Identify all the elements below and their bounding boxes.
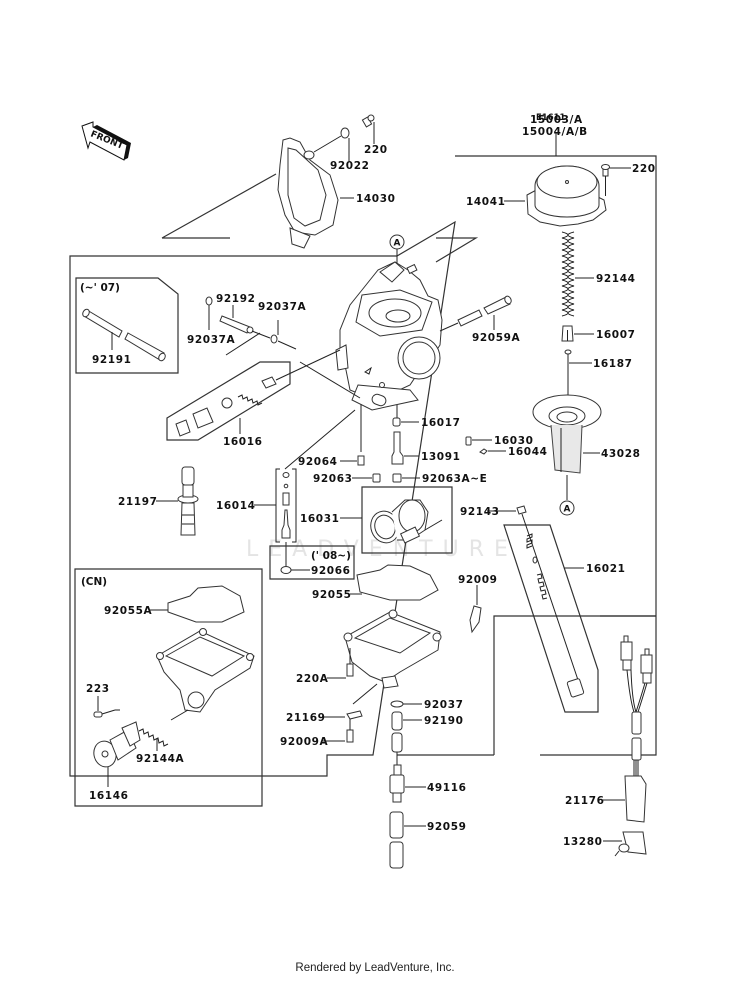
float-bowl-cn xyxy=(156,628,255,713)
part-label-92022[interactable]: 92022 xyxy=(330,160,370,172)
part-label-16017[interactable]: 16017 xyxy=(421,417,461,429)
part-label-92037A-left[interactable]: 92037A xyxy=(187,334,236,346)
part-label-223[interactable]: 223 xyxy=(86,683,110,695)
box-up-to-07 xyxy=(75,277,179,374)
spring-92144A xyxy=(138,728,169,747)
part-label-220A[interactable]: 220A xyxy=(296,673,329,685)
needle-jet-13091 xyxy=(391,405,420,483)
screw-icon xyxy=(361,114,375,128)
part-label-16014[interactable]: 16014 xyxy=(216,500,256,512)
box-16031 xyxy=(361,486,453,554)
part-label-92064[interactable]: 92064 xyxy=(298,456,338,468)
part-label-13280[interactable]: 13280 xyxy=(563,836,603,848)
fitting-21197 xyxy=(156,466,199,536)
throttle-stop-16021 xyxy=(521,513,585,698)
diagram-code: E1611 xyxy=(536,113,566,123)
part-label-92009[interactable]: 92009 xyxy=(458,574,498,586)
part-label-21197[interactable]: 21197 xyxy=(118,496,158,508)
part-label-16030[interactable]: 16030 xyxy=(494,435,534,447)
watermark: LEADVENTURE xyxy=(246,537,518,562)
box-16021 xyxy=(503,524,599,713)
assembly-label-15003[interactable]: 15003/A xyxy=(530,114,583,126)
gasket-92055 xyxy=(356,564,439,601)
part-label-92191[interactable]: 92191 xyxy=(92,354,132,366)
part-label-14030[interactable]: 14030 xyxy=(356,193,396,205)
chamber-cap-14041 xyxy=(504,164,631,227)
starter-plunger-16016 xyxy=(175,349,341,437)
hose-92192 xyxy=(205,296,297,350)
callout-a-top: A xyxy=(389,234,405,250)
part-label-16031[interactable]: 16031 xyxy=(300,513,340,525)
mixture-screw-set-16014 xyxy=(254,409,356,568)
part-label-16187[interactable]: 16187 xyxy=(593,358,633,370)
fitting-49116 xyxy=(389,764,426,803)
front-arrow-icon: FRONT xyxy=(81,121,131,161)
part-label-92063AE[interactable]: 92063A~E xyxy=(422,473,487,485)
jet-needle-16187 xyxy=(564,349,592,400)
box-cn xyxy=(74,568,263,807)
part-label-92192[interactable]: 92192 xyxy=(216,293,256,305)
svg-text:A: A xyxy=(394,239,401,249)
main-assembly-frame xyxy=(69,155,657,777)
note-up-to-07: (~' 07) xyxy=(80,282,120,294)
part-label-92190[interactable]: 92190 xyxy=(424,715,464,727)
connector-13280 xyxy=(603,831,647,857)
diaphragm-43028 xyxy=(532,394,602,500)
part-label-13091[interactable]: 13091 xyxy=(421,451,461,463)
screws-92064-92063 xyxy=(340,404,381,483)
part-label-16044[interactable]: 16044 xyxy=(508,446,548,458)
part-label-220-top[interactable]: 220 xyxy=(364,144,388,156)
part-label-16016[interactable]: 16016 xyxy=(223,436,263,448)
part-label-92143[interactable]: 92143 xyxy=(460,506,500,518)
part-label-49116[interactable]: 49116 xyxy=(427,782,467,794)
part-label-21169[interactable]: 21169 xyxy=(286,712,326,724)
note-from-08: (' 08~) xyxy=(311,550,351,562)
part-label-92066[interactable]: 92066 xyxy=(311,565,351,577)
tube-92191 xyxy=(82,308,166,362)
part-label-43028[interactable]: 43028 xyxy=(601,448,641,460)
spring-92144 xyxy=(561,231,594,317)
part-label-14041[interactable]: 14041 xyxy=(466,196,506,208)
carburetor-body xyxy=(335,249,443,411)
box-16016 xyxy=(166,361,291,441)
plug-16146 xyxy=(93,721,141,787)
assembly-label-15004[interactable]: 15004/A/B xyxy=(522,126,588,138)
part-label-92037A-right[interactable]: 92037A xyxy=(258,301,307,313)
hose-92059 xyxy=(389,811,426,869)
screw-220A xyxy=(327,648,354,679)
part-label-92059A[interactable]: 92059A xyxy=(472,332,521,344)
float-bowl xyxy=(343,609,442,689)
part-label-220-cap[interactable]: 220 xyxy=(632,163,656,175)
part-label-92144[interactable]: 92144 xyxy=(596,273,636,285)
note-cn: (CN) xyxy=(81,576,107,588)
pilot-jet-16030 xyxy=(465,436,506,455)
part-label-16146[interactable]: 16146 xyxy=(89,790,129,802)
part-label-92009A[interactable]: 92009A xyxy=(280,736,329,748)
callout-a-lower: A xyxy=(559,500,575,516)
box-from-08 xyxy=(269,545,355,580)
part-label-92037[interactable]: 92037 xyxy=(424,699,464,711)
svg-text:A: A xyxy=(564,505,571,515)
part-label-16007[interactable]: 16007 xyxy=(596,329,636,341)
cover-14030-group xyxy=(161,114,375,249)
part-label-92055[interactable]: 92055 xyxy=(312,589,352,601)
part-label-92063[interactable]: 92063 xyxy=(313,473,353,485)
part-label-92059[interactable]: 92059 xyxy=(427,821,467,833)
needle-holder-16007 xyxy=(561,325,594,342)
tube-92059A xyxy=(439,295,512,332)
part-label-92055A[interactable]: 92055A xyxy=(104,605,153,617)
throttle-sensor-16031 xyxy=(340,499,443,544)
gasket-92055A xyxy=(167,585,245,623)
wire-harness-21176 xyxy=(603,635,653,823)
part-label-16021[interactable]: 16021 xyxy=(586,563,626,575)
part-label-92144A[interactable]: 92144A xyxy=(136,753,185,765)
part-label-21176[interactable]: 21176 xyxy=(565,795,605,807)
footer-credit: Rendered by LeadVenture, Inc. xyxy=(295,962,455,974)
